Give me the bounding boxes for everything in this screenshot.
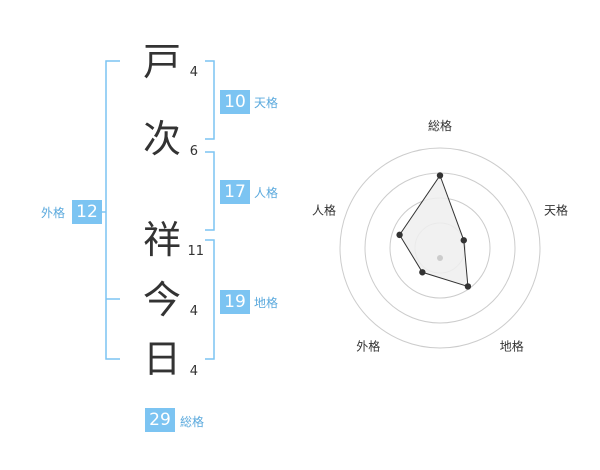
- radar-point: [396, 231, 403, 239]
- soukaku-label: 総格: [180, 415, 205, 429]
- stroke-count-1: 4: [189, 65, 198, 80]
- name-char-2: 次: [142, 117, 181, 161]
- tenkaku-label: 天格: [254, 96, 279, 110]
- radar-center-dot: [437, 255, 443, 261]
- gaikaku-label: 外格: [41, 206, 66, 220]
- radar-series-polygon: [398, 174, 469, 288]
- radar-axis-label: 天格: [544, 202, 568, 217]
- jinkaku-bracket: [205, 151, 215, 231]
- radar-axis-label: 人格: [312, 202, 336, 217]
- radar-axis-label: 外格: [356, 339, 380, 354]
- radar-point: [436, 172, 444, 179]
- radar-ring: [339, 147, 541, 349]
- radar-point: [419, 269, 426, 276]
- tenkaku-bracket: [205, 60, 215, 140]
- name-char-1: 戸: [142, 40, 181, 84]
- soukaku-score: 29: [145, 408, 175, 432]
- radar-axis-label: 地格: [500, 339, 524, 354]
- radar-point: [460, 237, 467, 244]
- chikaku-label: 地格: [254, 296, 279, 310]
- radar-point: [464, 283, 472, 290]
- jinkaku-label: 人格: [254, 186, 279, 200]
- jinkaku-score: 17: [220, 180, 250, 204]
- chikaku-bracket: [205, 239, 215, 360]
- tenkaku-score: 10: [220, 90, 250, 114]
- radar-points: [396, 172, 472, 290]
- stroke-count-4: 4: [189, 304, 198, 319]
- name-char-5: 日: [142, 337, 181, 381]
- gaikaku-score: 12: [72, 200, 102, 224]
- chikaku-score: 19: [220, 290, 250, 314]
- stroke-count-5: 4: [189, 364, 198, 379]
- gaikaku-bracket: [105, 60, 120, 360]
- stroke-count-3: 11: [187, 244, 204, 259]
- name-char-4: 今: [142, 278, 181, 322]
- name-char-3: 祥: [142, 218, 181, 262]
- radar-axis-label: 総格: [428, 118, 452, 133]
- stroke-count-2: 6: [189, 144, 198, 159]
